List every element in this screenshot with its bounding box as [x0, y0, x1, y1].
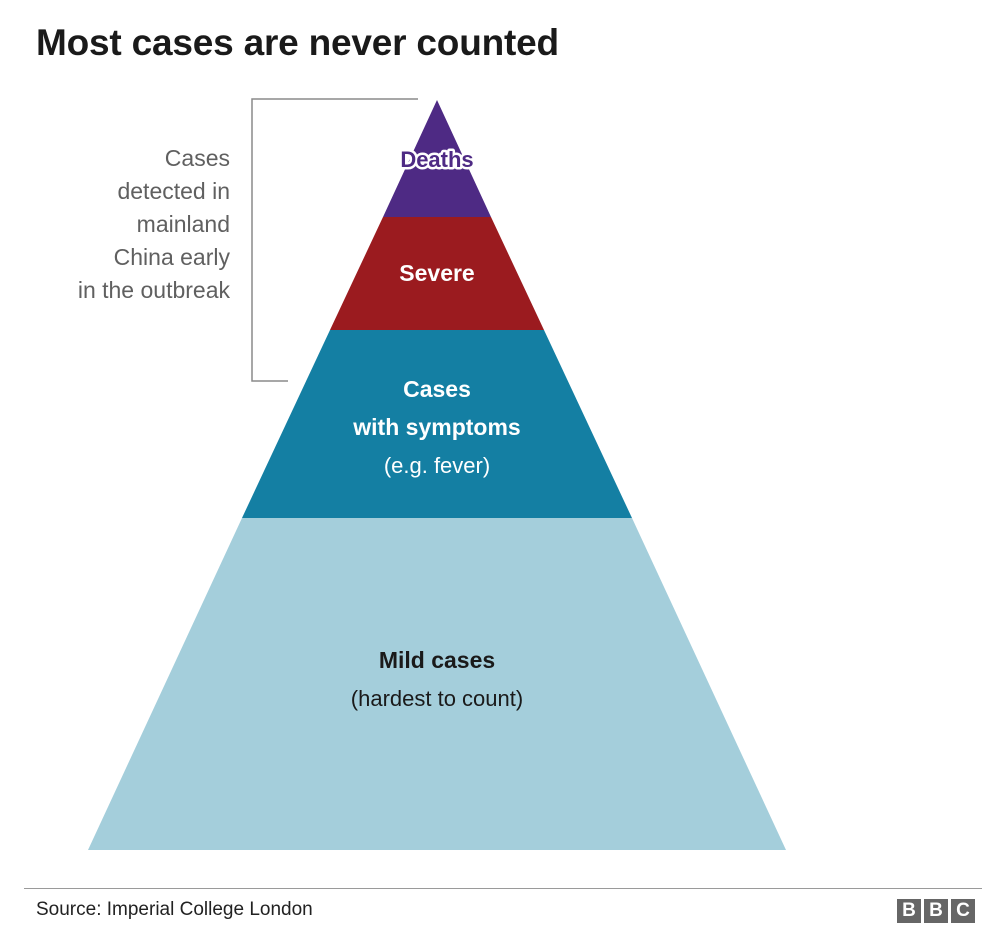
bracket-label-line: Cases	[164, 145, 230, 171]
footer-divider	[24, 888, 982, 889]
bbc-logo-letter: B	[897, 899, 921, 923]
tier-symptoms-label-line: (e.g. fever)	[384, 453, 490, 478]
tier-mild-label-line: Mild cases	[379, 647, 495, 673]
tier-symptoms	[242, 330, 632, 518]
bracket-label-line: in the outbreak	[77, 277, 230, 303]
bbc-logo: B B C	[897, 899, 975, 923]
bracket-line	[251, 98, 418, 382]
tier-symptoms-label-line: Cases	[403, 376, 471, 402]
tier-severe-label: Severe	[399, 260, 474, 286]
tier-mild	[88, 518, 786, 850]
tier-symptoms-label-line: with symptoms	[352, 414, 520, 440]
bracket-label: Cases detected in mainland China early i…	[20, 142, 230, 307]
tier-mild-label-line: (hardest to count)	[351, 686, 523, 711]
bracket-label-line: China early	[113, 244, 230, 270]
bracket-label-line: detected in	[117, 178, 230, 204]
chart-title: Most cases are never counted	[36, 22, 559, 63]
tier-deaths-label: Deaths	[400, 147, 473, 172]
tier-deaths	[383, 100, 491, 217]
tier-severe	[330, 217, 544, 330]
bbc-logo-letter: B	[924, 899, 948, 923]
source-note: Source: Imperial College London	[36, 899, 313, 920]
bbc-logo-letter: C	[951, 899, 975, 923]
bracket-label-line: mainland	[136, 211, 230, 237]
